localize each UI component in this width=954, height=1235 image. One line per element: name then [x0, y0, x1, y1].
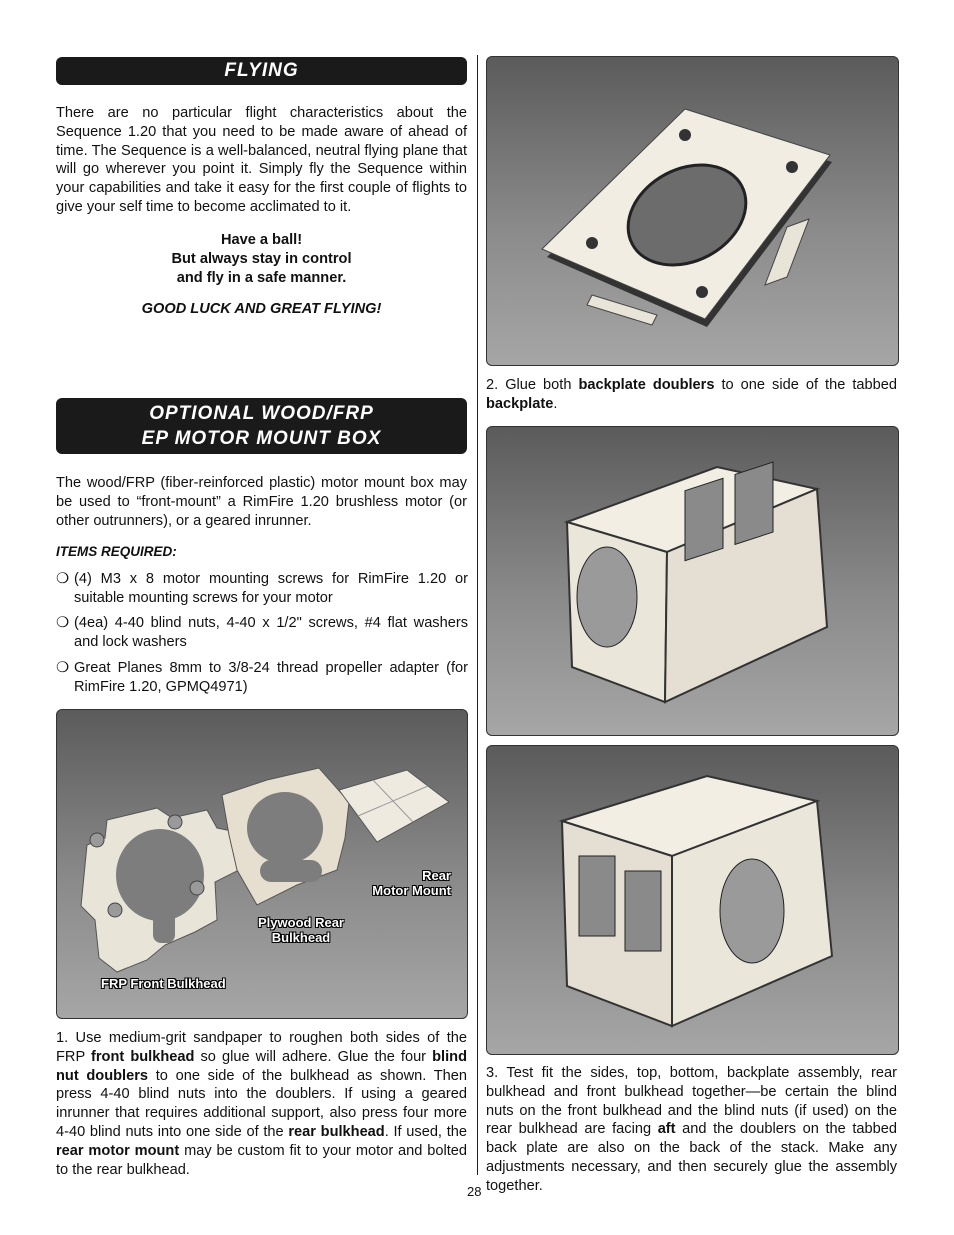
backplate-photo [486, 56, 899, 366]
rear-motor-mount-label: Rear Motor Mount [357, 868, 451, 898]
item-row-3: ❍ Great Planes 8mm to 3/8-24 thread prop… [56, 659, 468, 697]
stay-in-control-line: But always stay in control [171, 250, 352, 267]
box-assembly-photo-2 [486, 745, 899, 1055]
step3-text-1: 3. Test fit the sides, top, bottom, back… [486, 1065, 897, 1138]
step1-text-5: may be custom fit to your motor and bolt… [56, 1142, 467, 1178]
item-text-3: Great Planes 8mm to 3/8-24 thread propel… [74, 660, 468, 695]
page-number: 28 [467, 1184, 482, 1199]
step2-text-3: . [553, 395, 558, 412]
item-row-2: ❍ (4ea) 4-40 blind nuts, 4-40 x 1/2" scr… [56, 614, 468, 652]
motorbox-intro: The wood/FRP (fiber-reinforced plastic) … [56, 475, 467, 529]
step1-text-1: 1. Use medium-grit sandpaper to roughen … [56, 1030, 467, 1065]
step1-bold-1: front bulkhead [91, 1048, 195, 1065]
items-required-heading: ITEMS REQUIRED: [56, 544, 177, 559]
flying-heading: FLYING [224, 60, 299, 81]
step1-bold-2: blind nut doublers [56, 1048, 467, 1084]
step2-text-2: to one side of the tabbed [714, 377, 897, 393]
parts-illustration [80, 767, 450, 973]
motorbox-heading-line2: EP MOTOR MOUNT BOX [141, 428, 382, 449]
motorbox-heading-banner: OPTIONAL WOOD/FRP EP MOTOR MOUNT BOX [56, 398, 467, 454]
step3-paragraph: 3. Test fit the sides, top, bottom, back… [486, 1064, 897, 1196]
motorbox-heading-line1: OPTIONAL WOOD/FRP [149, 403, 374, 424]
step2-paragraph: 2. Glue both backplate doublers to one s… [486, 376, 897, 414]
step1-bold-3: rear bulkhead [288, 1123, 385, 1140]
column-divider [477, 55, 478, 1175]
step1-text-2: so glue will adhere. Glue the four [194, 1048, 433, 1065]
safe-manner-line: and fly in a safe manner. [176, 269, 347, 286]
label-plywood-line2: Bulkhead [271, 930, 331, 945]
step1-text-4: . If used, the [384, 1123, 467, 1140]
box-illustration-1 [563, 461, 829, 704]
box-illustration-2 [558, 774, 834, 1028]
step1-paragraph: 1. Use medium-grit sandpaper to roughen … [56, 1029, 467, 1179]
step1-text-3: to one side of the bulkhead as shown. Th… [56, 1067, 467, 1140]
step2-bold-2: backplate [486, 395, 554, 412]
backplate-illustration [541, 108, 832, 327]
step1-bold-4: rear motor mount [56, 1142, 180, 1159]
have-a-ball-block: Have a ball! But always stay in control … [56, 231, 467, 287]
item-text-2: (4ea) 4-40 blind nuts, 4-40 x 1/2" screw… [74, 615, 468, 650]
flying-body: There are no particular flight character… [56, 105, 467, 215]
label-rear-line2: Motor Mount [372, 883, 451, 898]
item-row-1: ❍ (4) M3 x 8 motor mounting screws for R… [56, 570, 468, 608]
step2-text-1: 2. Glue both [486, 377, 579, 393]
good-luck-line: GOOD LUCK AND GREAT FLYING! [141, 301, 382, 317]
step3-bold-1: aft [657, 1121, 676, 1138]
step3-text-2: and the doublers on the tabbed back plat… [486, 1121, 897, 1194]
flying-heading-banner: FLYING [56, 57, 467, 85]
checkbox-circle-icon: ❍ [56, 615, 70, 631]
item-text-1: (4) M3 x 8 motor mounting screws for Rim… [74, 571, 468, 606]
step2-bold-1: backplate doublers [578, 377, 715, 393]
checkbox-circle-icon: ❍ [56, 571, 70, 587]
label-plywood-line1: Plywood Rear [258, 915, 344, 930]
label-rear-line1: Rear [422, 868, 451, 883]
frp-front-bulkhead-label: FRP Front Bulkhead [101, 976, 226, 991]
have-a-ball-line: Have a ball! [220, 232, 303, 248]
box-assembly-photo-1 [486, 426, 899, 736]
parts-photo: Rear Motor Mount Plywood Rear Bulkhead F… [56, 709, 468, 1019]
checkbox-circle-icon: ❍ [56, 660, 70, 676]
plywood-rear-bulkhead-label: Plywood Rear Bulkhead [253, 915, 349, 945]
